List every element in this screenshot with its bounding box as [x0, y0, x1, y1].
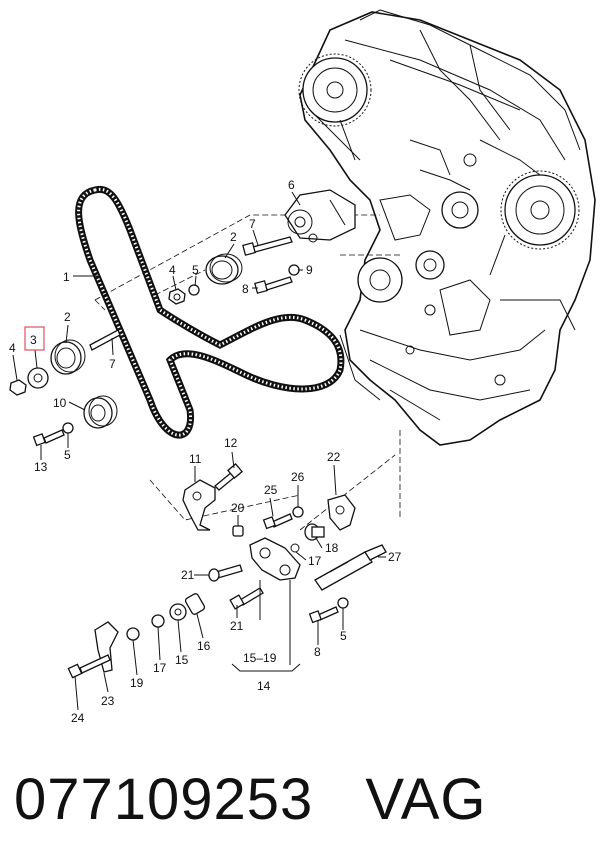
- label-15-19: 15–19: [243, 651, 277, 665]
- leader-lines: [12, 191, 386, 711]
- label-16: 16: [197, 639, 211, 653]
- label-24: 24: [71, 711, 85, 725]
- label-19: 19: [130, 676, 144, 690]
- label-22: 22: [327, 450, 341, 464]
- part-2-roller-upper: [205, 253, 243, 285]
- label-5-mid: 5: [64, 448, 71, 462]
- diagram-canvas: 1 2 2 3 4 4 5 5 5 6 7 7 8 8 9 10 11 12 1…: [9, 9, 596, 725]
- part-15-bushing: [169, 603, 187, 621]
- label-7-upper: 7: [249, 217, 256, 231]
- label-4-upper: 4: [169, 263, 176, 277]
- part-5-washer-lower: [337, 597, 349, 609]
- part-labels: 1 2 2 3 4 4 5 5 5 6 7 7 8 8 9 10 11 12 1…: [9, 178, 402, 725]
- part-7-bolt-upper: [242, 236, 293, 256]
- part-5-washer-mid: [62, 422, 74, 434]
- part-19-washer: [126, 627, 140, 641]
- label-23: 23: [101, 694, 115, 708]
- part-5-washer-upper: [188, 284, 200, 296]
- label-17-right: 17: [308, 554, 322, 568]
- part-caption: 077109253 VAG: [14, 760, 487, 840]
- label-11: 11: [189, 452, 202, 466]
- label-1: 1: [63, 270, 70, 284]
- engine-block: [298, 9, 596, 446]
- part-8-bolt-upper: [254, 276, 293, 294]
- label-17-lower: 17: [153, 661, 167, 675]
- label-5-lower: 5: [340, 629, 347, 643]
- exploded-parts-diagram: 1 2 2 3 4 4 5 5 5 6 7 7 8 8 9 10 11 12 1…: [9, 9, 596, 725]
- brand-name: VAG: [365, 767, 487, 832]
- label-14: 14: [257, 679, 271, 693]
- part-13-bolt: [32, 429, 65, 447]
- label-9: 9: [306, 263, 313, 277]
- label-2-left: 2: [64, 310, 71, 324]
- label-6: 6: [288, 178, 295, 192]
- label-7-left: 7: [109, 357, 116, 371]
- part-16-bushing: [184, 593, 206, 615]
- part-number: 077109253: [14, 767, 314, 832]
- part-24-bolt: [67, 654, 111, 679]
- label-8-lower: 8: [314, 645, 321, 659]
- part-2-roller-left: [50, 339, 86, 375]
- part-17-washer-lower: [151, 614, 165, 628]
- label-21-lower: 21: [230, 619, 244, 633]
- label-25: 25: [264, 483, 278, 497]
- label-18: 18: [325, 541, 339, 555]
- part-26-washer: [292, 506, 304, 518]
- label-27: 27: [388, 550, 402, 564]
- part-4-nut-left: [9, 379, 27, 396]
- label-4-left: 4: [9, 341, 16, 355]
- highlight-box: [24, 326, 45, 351]
- label-10: 10: [53, 396, 67, 410]
- label-13: 13: [34, 460, 48, 474]
- part-12-bolt: [214, 463, 243, 491]
- timing-belt: [75, 185, 345, 439]
- part-9-washer: [288, 264, 300, 276]
- label-21-left: 21: [181, 568, 195, 582]
- part-7-bolt-left: [89, 329, 121, 351]
- part-10-idler: [83, 395, 118, 429]
- part-25-bolt: [262, 513, 293, 530]
- part-4-nut-upper: [168, 288, 186, 305]
- label-8-upper: 8: [242, 282, 249, 296]
- part-21-bolt-b: [229, 587, 264, 610]
- label-20: 20: [231, 501, 245, 515]
- part-11-bracket: [182, 479, 216, 531]
- group-bracket-14: [231, 663, 301, 672]
- part-22-bracket: [327, 494, 356, 531]
- label-12: 12: [224, 436, 238, 450]
- label-26: 26: [291, 470, 305, 484]
- label-3: 3: [30, 333, 37, 347]
- part-6-tensioner: [284, 189, 356, 243]
- label-5-upper: 5: [192, 263, 199, 277]
- label-15: 15: [175, 653, 189, 667]
- part-20-spacer: [232, 525, 244, 537]
- part-21-bolt-a: [208, 564, 243, 582]
- label-2-upper: 2: [230, 230, 237, 244]
- part-8-bolt-lower: [308, 606, 339, 624]
- part-27-damper: [314, 544, 387, 591]
- part-14-lever: [249, 537, 301, 581]
- part-3-sleeve: [27, 367, 49, 389]
- part-18-roller: [304, 523, 325, 541]
